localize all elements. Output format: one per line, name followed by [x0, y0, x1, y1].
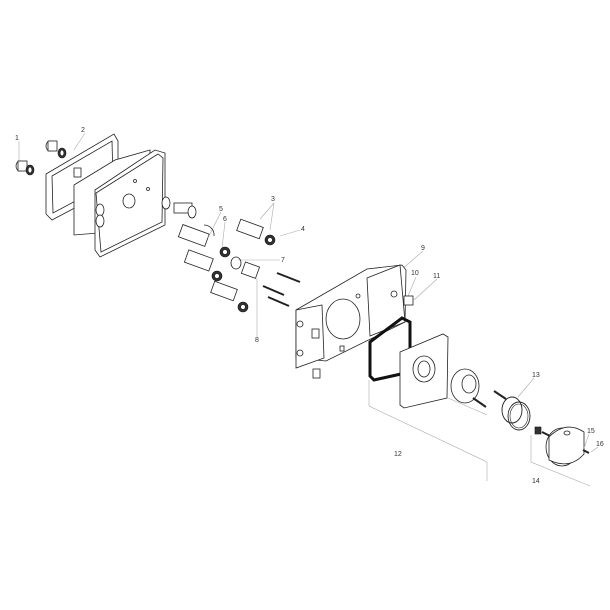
label-12: 12: [394, 451, 402, 458]
label-6: 6: [223, 216, 227, 223]
part-6-nuts: [211, 221, 249, 313]
part-3-cartridges: [177, 202, 275, 302]
label-8: 8: [255, 337, 259, 344]
screws: [262, 272, 301, 307]
part-labels: 1 2 3 4 5 6 7 8 9 10 11 12 13 14 15 16: [15, 127, 604, 485]
part-14-knob: [530, 426, 591, 487]
label-15: 15: [587, 428, 595, 435]
label-9: 9: [421, 245, 425, 252]
part-1-fittings: [15, 140, 67, 176]
part-5-clip: [203, 211, 222, 239]
part-2-housing: [45, 132, 166, 258]
label-7: 7: [281, 257, 285, 264]
part-7-o-ring: [230, 256, 280, 270]
label-13: 13: [532, 372, 540, 379]
label-2: 2: [81, 127, 85, 134]
label-10: 10: [411, 270, 419, 277]
label-14: 14: [532, 478, 540, 485]
part-11-leader: [413, 278, 438, 301]
label-4: 4: [301, 226, 305, 233]
part-4-nut: [264, 229, 301, 246]
part-13-o-rings: [501, 377, 535, 431]
part-12-cover-plate: [368, 316, 488, 481]
label-16: 16: [596, 441, 604, 448]
part-12-rosette: [450, 368, 507, 408]
part-10-cap: [403, 276, 417, 306]
label-11: 11: [433, 273, 440, 280]
label-3: 3: [271, 196, 275, 203]
label-1: 1: [15, 135, 19, 142]
part-stem-assembly: [161, 196, 197, 219]
label-5: 5: [219, 206, 223, 213]
part-9-mounting-plate: [295, 250, 424, 379]
part-15-16-set-screw: [582, 433, 599, 454]
part-8-sleeve: [240, 261, 261, 337]
